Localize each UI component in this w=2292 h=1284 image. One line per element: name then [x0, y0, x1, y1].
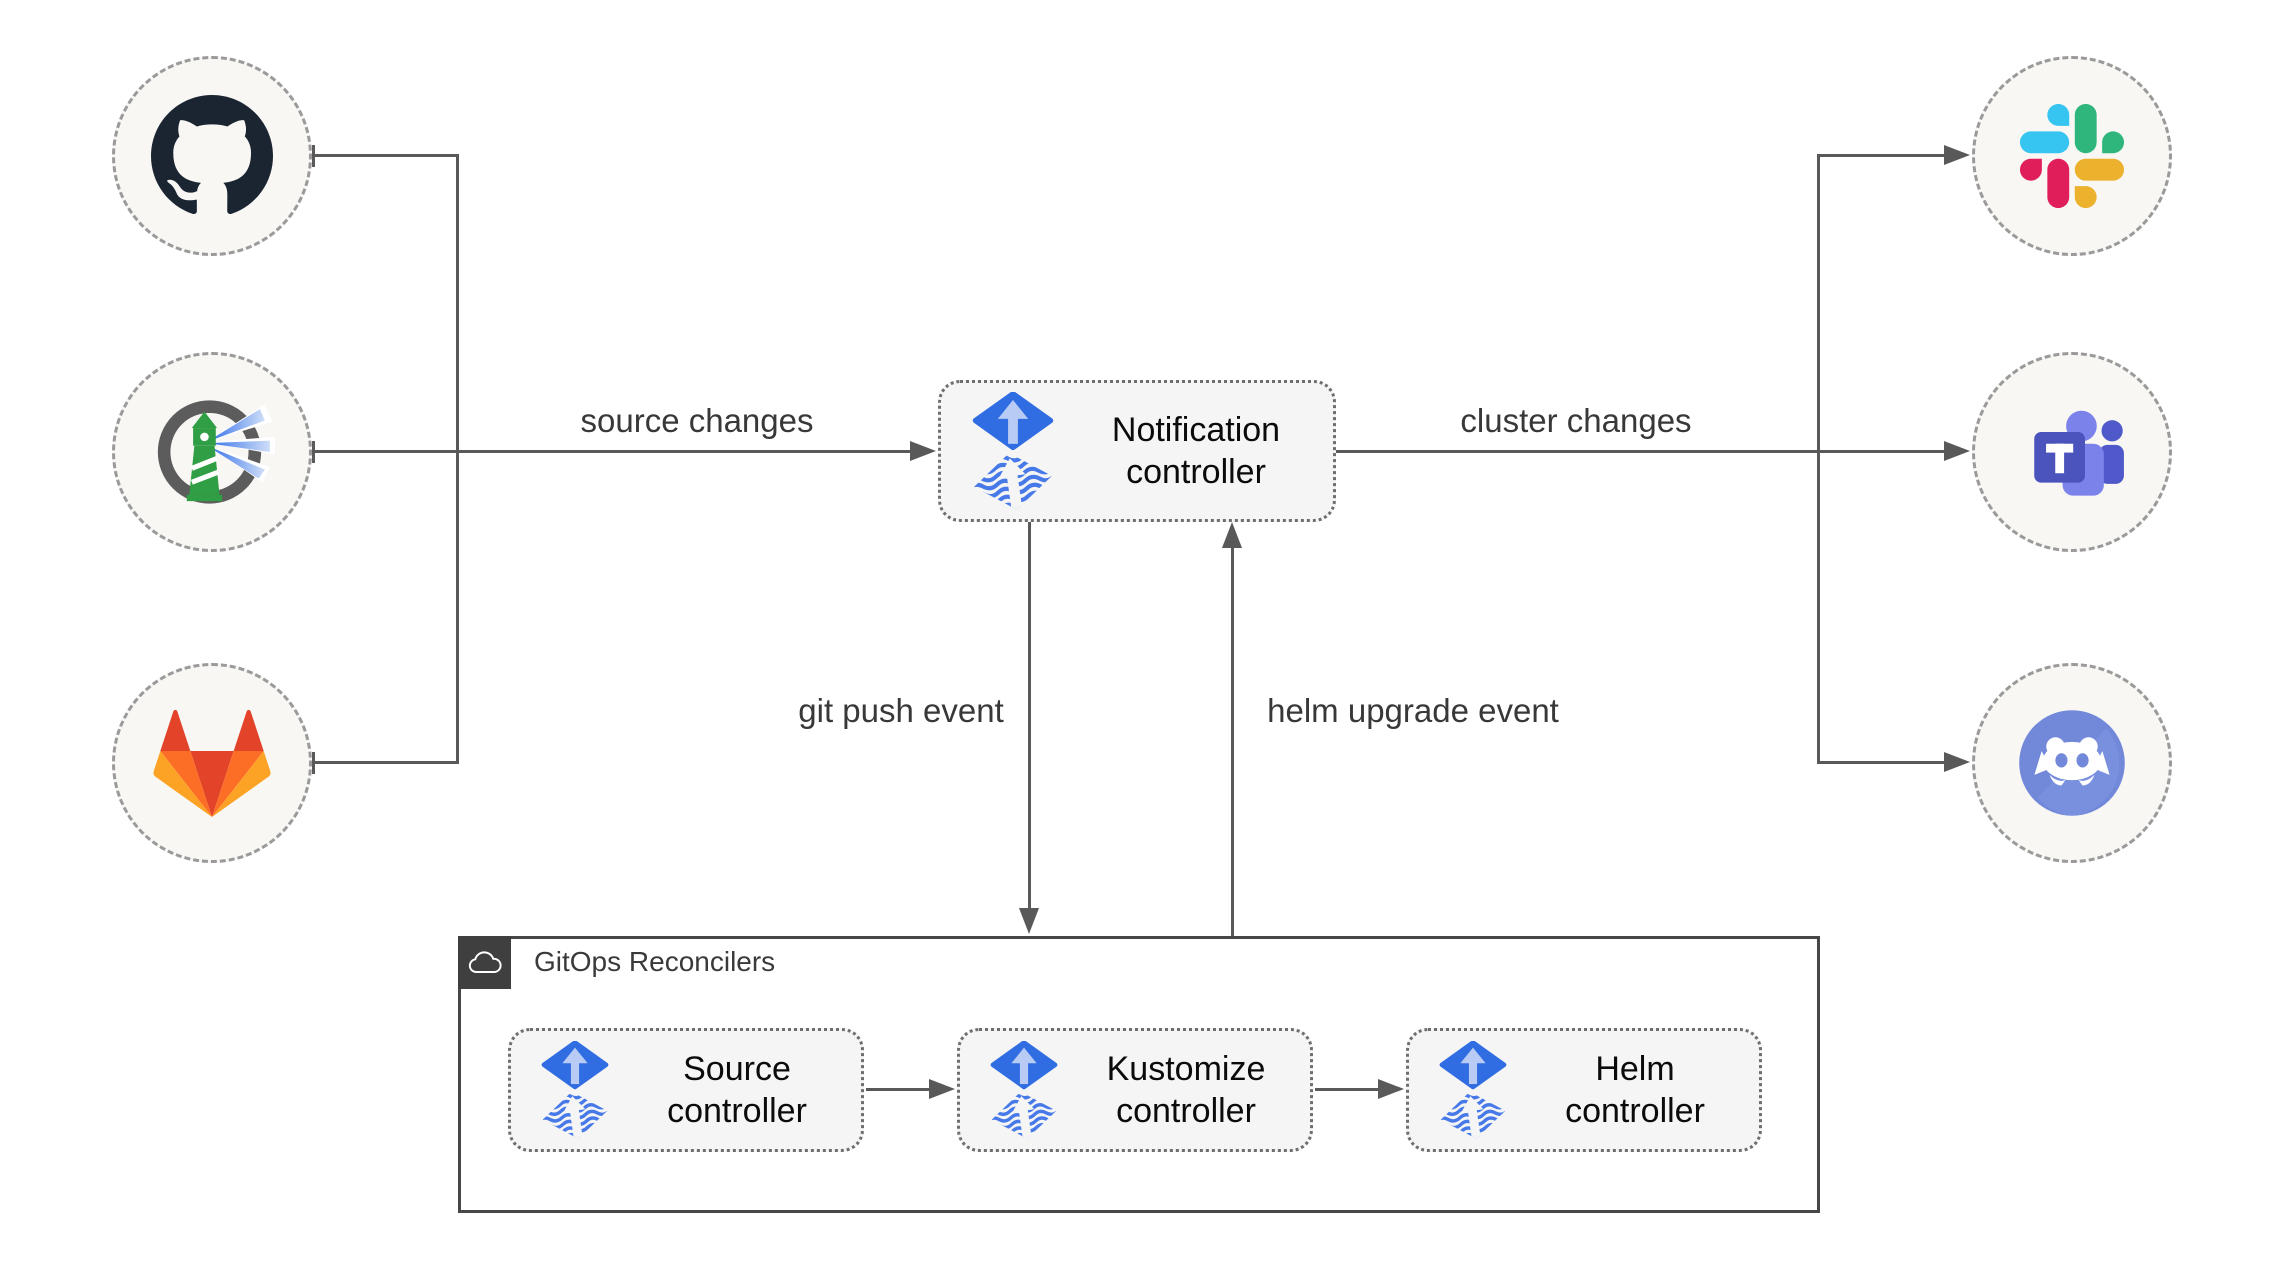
connector-tick — [312, 145, 315, 167]
arrowhead-into-discord — [1944, 752, 1970, 772]
edge-gitlab-to-trunk — [312, 761, 458, 764]
arrowhead-into-helm — [1378, 1079, 1404, 1099]
edge-to-slack — [1819, 154, 1946, 157]
slack-node — [1972, 56, 2172, 256]
edge-helm-upgrade-event — [1231, 548, 1234, 936]
left-trunk-line — [456, 154, 459, 764]
edge-kustomize-to-helm — [1315, 1088, 1380, 1091]
group-title: GitOps Reconcilers — [534, 946, 776, 977]
edge-source-to-kustomize — [866, 1088, 931, 1091]
edge-to-discord — [1819, 761, 1946, 764]
flux-icon — [1437, 1041, 1509, 1139]
arrowhead-into-notification-bottom — [1222, 522, 1242, 548]
github-node — [112, 56, 312, 256]
edge-github-to-trunk — [312, 154, 458, 157]
label-source-changes: source changes — [574, 402, 820, 440]
right-trunk-line — [1817, 154, 1820, 764]
source-controller-label: Source controller — [667, 1050, 807, 1130]
label-cluster-changes: cluster changes — [1454, 402, 1698, 440]
edge-sources-to-notification — [312, 450, 912, 453]
kustomize-controller-label: Kustomize controller — [1106, 1050, 1266, 1130]
cloud-icon — [468, 950, 502, 973]
discord-node — [1972, 663, 2172, 863]
label-helm-upgrade-event: helm upgrade event — [1261, 692, 1565, 730]
teams-node — [1972, 352, 2172, 552]
label-git-push-event: git push event — [792, 692, 1010, 730]
kustomize-controller-node: Kustomize controller — [957, 1028, 1313, 1152]
gitlab-node — [112, 663, 312, 863]
harbor-icon — [157, 400, 275, 504]
arrowhead-into-notification — [910, 441, 936, 461]
arrowhead-into-slack — [1944, 145, 1970, 165]
gitlab-icon — [153, 709, 271, 817]
arrowhead-into-kustomize — [929, 1079, 955, 1099]
flux-icon — [988, 1041, 1060, 1139]
discord-icon — [2019, 710, 2125, 816]
notification-controller-label: Notification controller — [1111, 411, 1281, 491]
edge-notification-to-trunk — [1336, 450, 1820, 453]
harbor-node — [112, 352, 312, 552]
notification-controller-node: Notification controller — [938, 380, 1336, 522]
flux-icon — [539, 1041, 611, 1139]
source-controller-node: Source controller — [508, 1028, 864, 1152]
arrowhead-into-teams — [1944, 441, 1970, 461]
connector-tick — [312, 752, 315, 774]
edge-git-push-event — [1028, 522, 1031, 908]
teams-icon — [2034, 410, 2124, 496]
arrowhead-into-reconcilers — [1019, 908, 1039, 934]
helm-controller-label: Helm controller — [1565, 1050, 1705, 1130]
github-icon — [151, 95, 273, 214]
slack-icon — [2020, 104, 2124, 208]
flux-icon — [970, 392, 1056, 510]
edge-to-teams — [1819, 450, 1946, 453]
group-badge — [458, 936, 511, 989]
helm-controller-node: Helm controller — [1406, 1028, 1762, 1152]
